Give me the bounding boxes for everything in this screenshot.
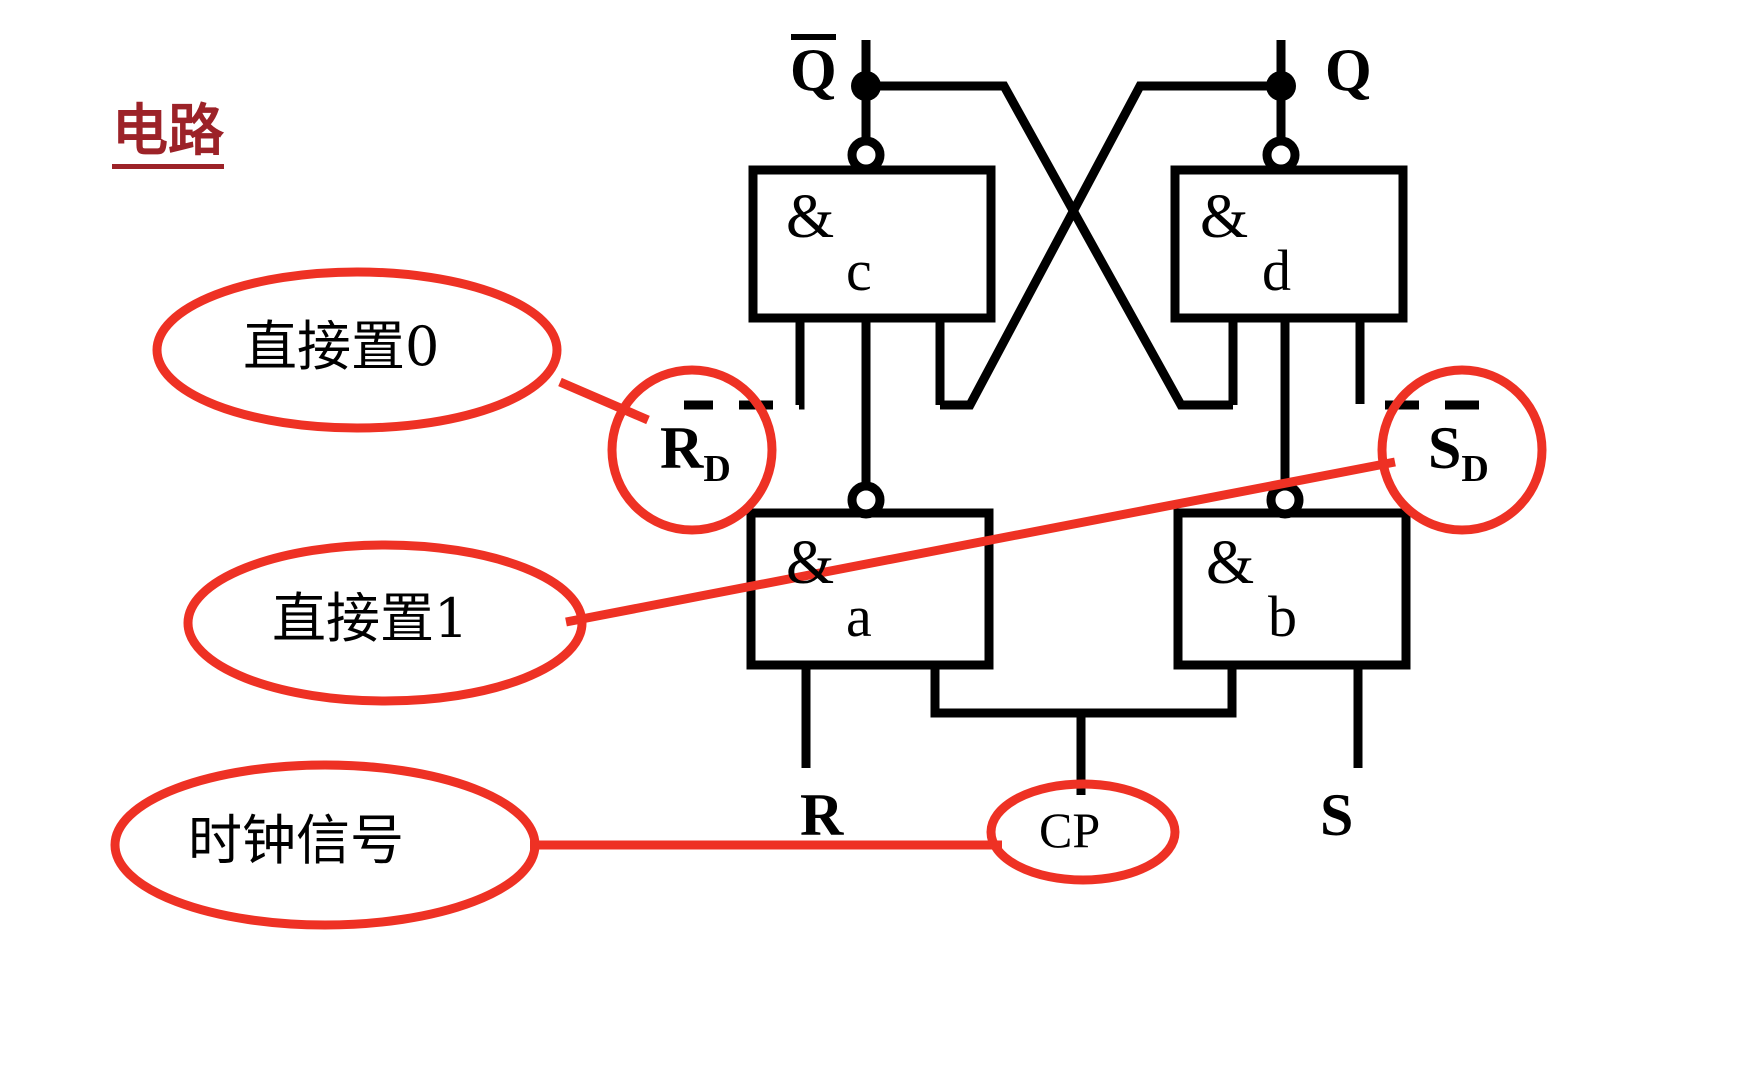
callout-ellipse-clock <box>110 760 540 930</box>
node-label-rd-sub: D <box>703 448 731 490</box>
junction-dot-q <box>1266 71 1296 101</box>
gate-a-output-bubble <box>847 481 885 519</box>
gate-c-symbol: & <box>786 183 835 251</box>
gate-d-label: d <box>1262 238 1291 303</box>
gate-b-symbol: & <box>1206 529 1255 597</box>
node-label-sd-sub: D <box>1461 448 1489 490</box>
node-label-cp: CP <box>1039 802 1101 858</box>
page-title: 电路 <box>112 104 224 169</box>
gate-d-output-bubble <box>1262 136 1300 174</box>
gate-c-label: c <box>846 238 872 303</box>
input-label-s: S <box>1320 782 1354 848</box>
node-label-sd-main: S <box>1428 415 1462 481</box>
callout-label-set1: 直接置1 <box>272 587 469 650</box>
wire-cross-q-to-a <box>940 81 1281 410</box>
callout-label-clock: 时钟信号 <box>188 809 404 872</box>
callout-ellipse-set0 <box>152 267 562 433</box>
node-label-rd-main: R <box>660 415 704 481</box>
wire-sd-dashed <box>1355 370 1480 410</box>
output-label-q: Q <box>1325 37 1372 103</box>
output-label-qbar: Q <box>790 34 837 103</box>
leader-set0-to-rd <box>558 377 650 425</box>
junction-dot-qbar <box>851 71 881 101</box>
gate-a-label: a <box>846 584 872 649</box>
callout-circle-rd <box>607 365 777 535</box>
node-label-sd: SD <box>1428 418 1489 488</box>
wire-rd-dashed <box>684 372 805 410</box>
callout-circle-sd <box>1377 365 1547 535</box>
wire-cross-qbar-to-b <box>866 81 1233 410</box>
callout-label-set0: 直接置0 <box>243 315 440 378</box>
gate-d-symbol: & <box>1200 183 1249 251</box>
gate-b-body <box>1173 508 1411 670</box>
gate-b-label: b <box>1268 584 1297 649</box>
gate-c-output-bubble <box>847 136 885 174</box>
gate-c-body <box>748 165 996 323</box>
leader-set1-to-sd <box>565 457 1396 627</box>
gate-a-symbol: & <box>786 529 835 597</box>
output-label-qbar-text: Q <box>790 34 837 103</box>
callout-ellipse-set1 <box>183 540 587 706</box>
input-label-r: R <box>800 782 844 848</box>
node-label-rd: RD <box>660 418 731 488</box>
callout-ellipse-cp <box>986 779 1180 885</box>
